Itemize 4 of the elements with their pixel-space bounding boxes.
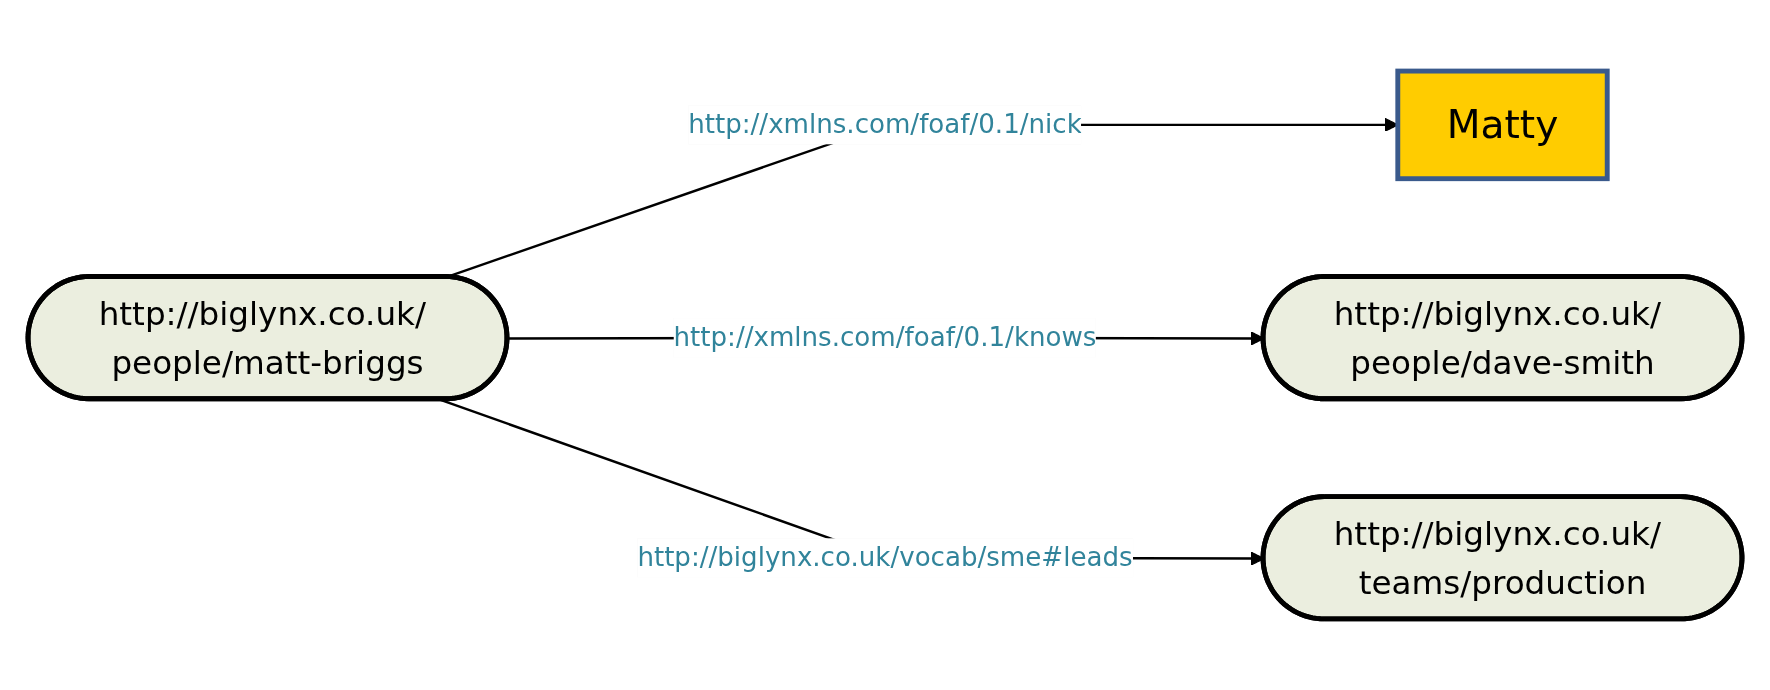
edge-label: http://xmlns.com/foaf/0.1/nick xyxy=(688,108,1082,140)
node-box: Matty xyxy=(1395,68,1610,182)
edge-label: http://biglynx.co.uk/vocab/sme#leads xyxy=(637,541,1133,573)
edge-label: http://xmlns.com/foaf/0.1/knows xyxy=(673,321,1097,353)
